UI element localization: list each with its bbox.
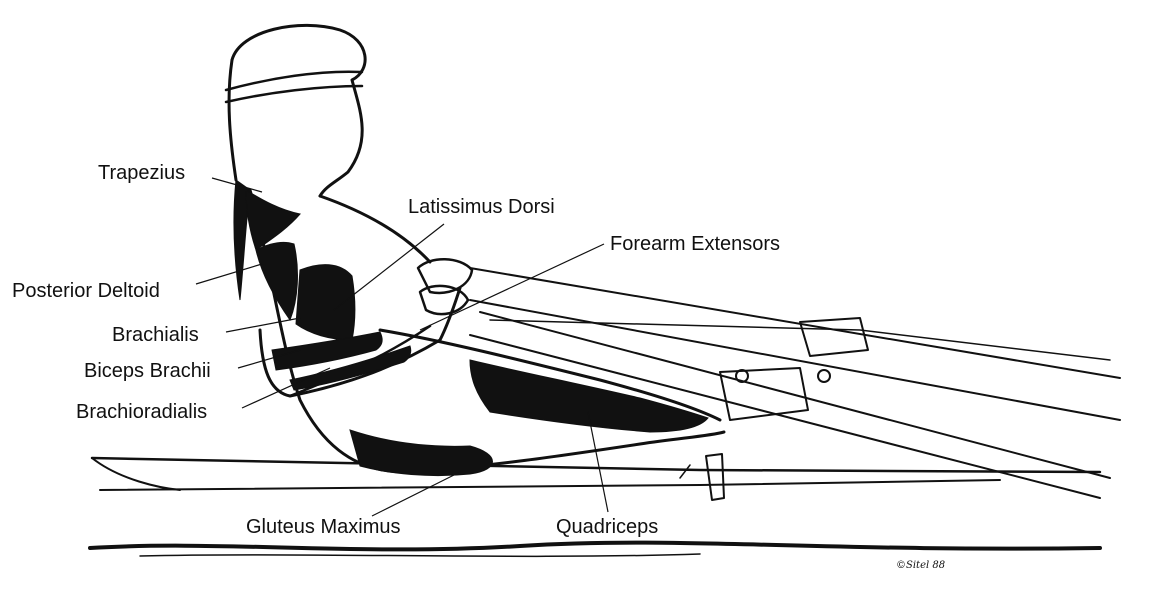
brachioradialis-leader [241, 367, 331, 409]
biceps-brachii-muscle [271, 331, 383, 371]
trapezius-muscle [245, 189, 301, 251]
label-posterior-deltoid: Posterior Deltoid [12, 280, 160, 302]
label-trapezius: Trapezius [98, 162, 185, 184]
boat-hull [90, 456, 1102, 491]
gluteus-maximus-leader [371, 471, 461, 517]
posterior-deltoid-muscle [255, 241, 298, 322]
label-latissimus-dorsi: Latissimus Dorsi [408, 196, 555, 218]
artist-signature: ©Sitel 88 [896, 560, 945, 571]
label-brachioradialis: Brachioradialis [76, 401, 207, 423]
label-brachialis: Brachialis [112, 324, 199, 346]
muscle-regions [245, 189, 709, 477]
label-gluteus-maximus: Gluteus Maximus [246, 516, 401, 538]
trapezius-leader [211, 177, 263, 193]
muscle-labels: Trapezius Latissimus Dorsi Forearm Exten… [12, 162, 945, 571]
oars [469, 267, 1121, 501]
label-forearm-extensors: Forearm Extensors [610, 233, 780, 255]
water-line [88, 540, 1102, 558]
label-quadriceps: Quadriceps [556, 516, 658, 538]
label-biceps-brachii: Biceps Brachii [84, 360, 211, 382]
brachioradialis-muscle [289, 345, 412, 391]
brachialis-leader [225, 317, 301, 333]
posterior-deltoid-leader [195, 263, 263, 285]
leader-lines [195, 177, 609, 517]
quadriceps-leader [587, 411, 609, 513]
forearm-extensors-leader [419, 243, 605, 331]
gluteus-maximus-muscle [349, 429, 493, 477]
latissimus-dorsi-muscle [295, 264, 356, 341]
quadriceps-muscle [469, 359, 709, 433]
latissimus-dorsi-leader [333, 223, 445, 311]
biceps-brachii-leader [237, 349, 301, 369]
